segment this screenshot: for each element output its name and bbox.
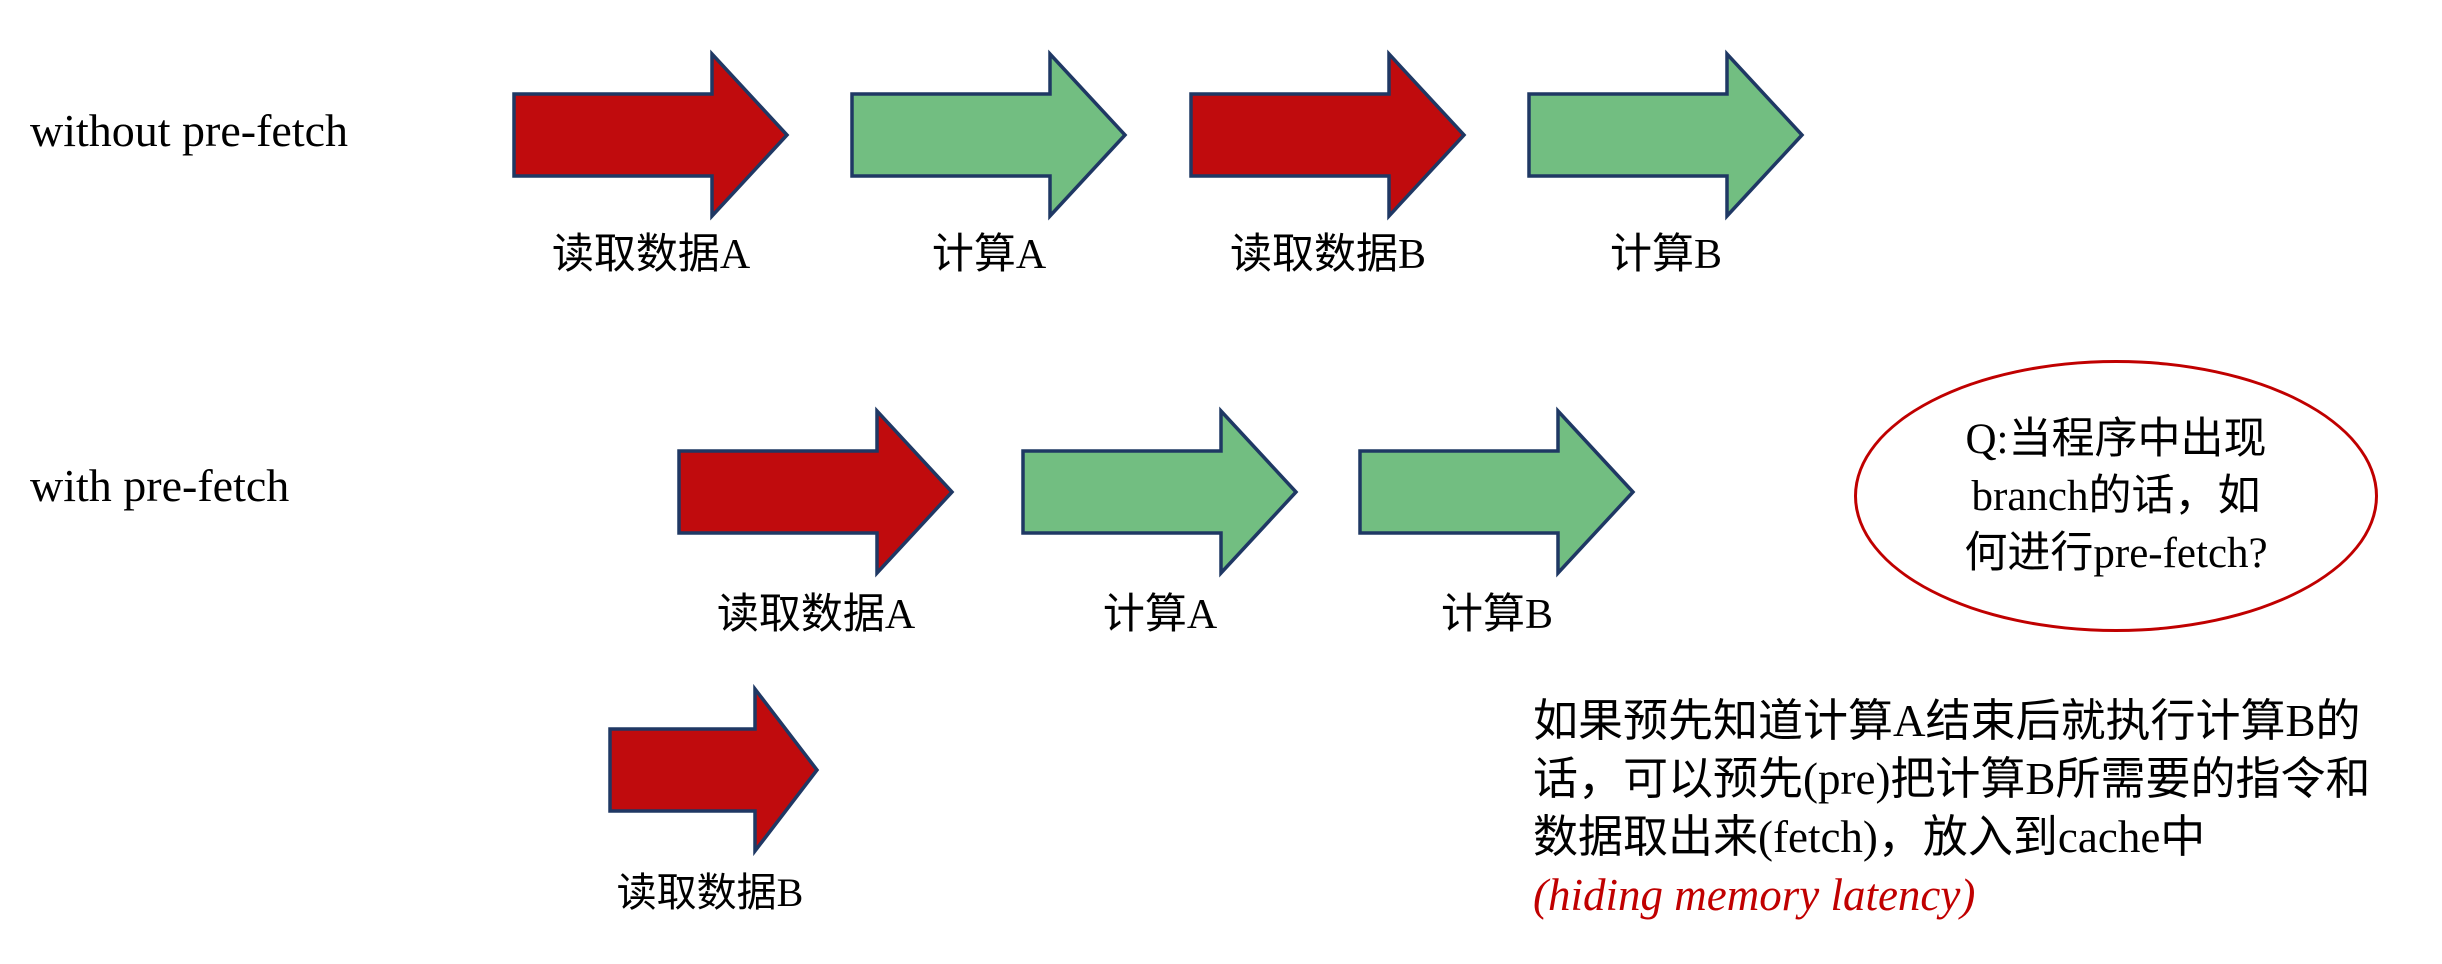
step-label-compute-b-row1: 计算B — [1609, 232, 1722, 278]
prefetch-note: 如果预先知道计算A结束后就执行计算B的 话，可以预先(pre)把计算B所需要的指… — [1533, 692, 2433, 924]
arrow-read-data-b-row1 — [1189, 49, 1467, 221]
arrow-compute-b-row1 — [1527, 49, 1805, 221]
question-bubble-line2: branch的话，如 — [1971, 472, 2261, 520]
step-label-read-data-a-row2: 读取数据A — [716, 592, 916, 638]
step-label-read-data-b-prefetch: 读取数据B — [616, 870, 804, 915]
arrow-compute-a-row1 — [850, 49, 1128, 221]
question-bubble: Q:当程序中出现 branch的话，如 何进行pre-fetch? — [1854, 360, 2378, 632]
prefetch-note-line1: 如果预先知道计算A结束后就执行计算B的 — [1533, 696, 2361, 746]
arrow-compute-a-row2 — [1021, 406, 1299, 578]
step-label-compute-a-row1: 计算A — [931, 232, 1047, 278]
prefetch-note-line3: 数据取出来(fetch)，放入到cache中 — [1533, 812, 2206, 862]
arrow-compute-b-row2 — [1358, 406, 1636, 578]
arrow-read-data-a-row2 — [677, 406, 955, 578]
step-label-compute-a-row2: 计算A — [1102, 592, 1218, 638]
row-label-without-prefetch: without pre-fetch — [30, 105, 349, 156]
prefetch-note-highlight: (hiding memory latency) — [1533, 870, 1976, 920]
arrow-read-data-b-prefetch — [608, 683, 820, 857]
step-label-read-data-a-row1: 读取数据A — [551, 232, 751, 278]
step-label-compute-b-row2: 计算B — [1440, 592, 1553, 638]
prefetch-note-line2: 话，可以预先(pre)把计算B所需要的指令和 — [1533, 754, 2371, 804]
arrow-read-data-a-row1 — [512, 49, 790, 221]
row-label-with-prefetch: with pre-fetch — [30, 460, 290, 511]
question-bubble-line1: Q:当程序中出现 — [1965, 415, 2267, 463]
question-bubble-line3: 何进行pre-fetch? — [1964, 529, 2268, 577]
step-label-read-data-b-row1: 读取数据B — [1229, 232, 1426, 278]
